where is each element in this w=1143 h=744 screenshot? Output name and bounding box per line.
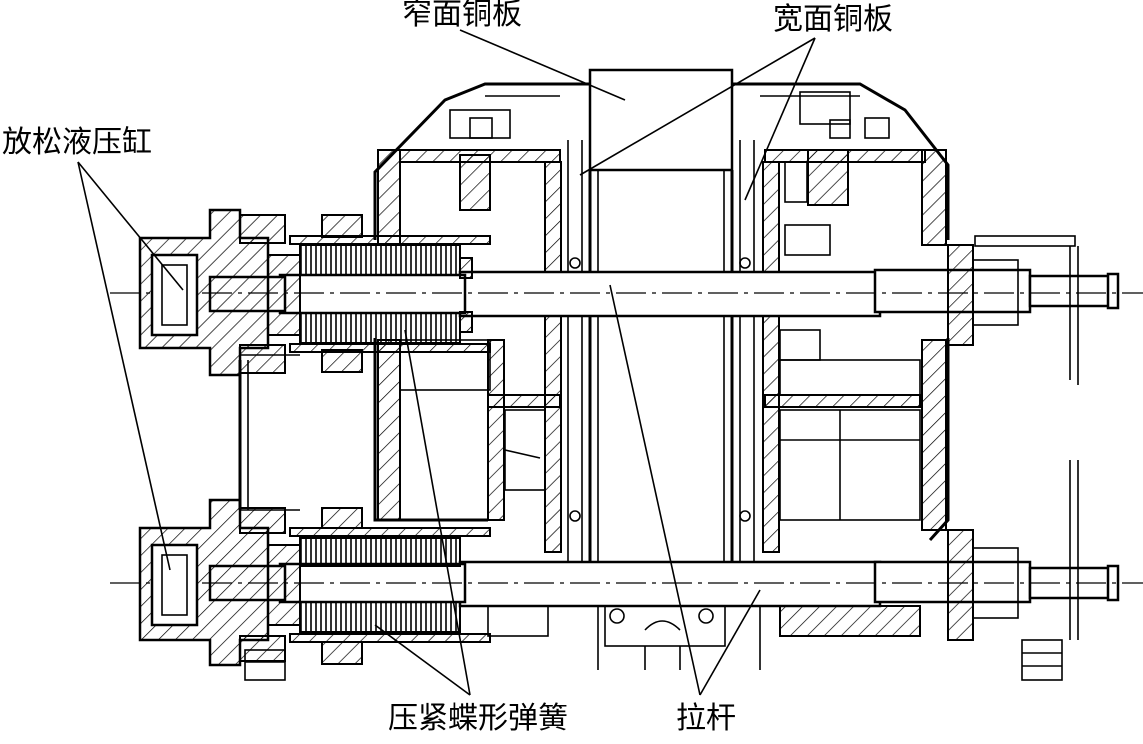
label-release-cylinder: 放松液压缸 bbox=[2, 125, 152, 160]
label-narrow-copper-plate: 窄面铜板 bbox=[402, 0, 522, 32]
right-nut-bottom bbox=[947, 460, 1079, 681]
leader-cylinder-top bbox=[77, 161, 184, 291]
leader-spring-top bbox=[404, 329, 471, 696]
narrow-copper-plate bbox=[588, 68, 734, 562]
leader-rod-bottom bbox=[699, 589, 761, 696]
leader-wide-plate-left bbox=[579, 37, 816, 176]
leader-cylinder-bottom bbox=[77, 161, 171, 571]
leader-spring-bottom bbox=[374, 624, 471, 696]
release-cylinder-bottom bbox=[138, 498, 301, 667]
leader-narrow-plate bbox=[459, 29, 626, 101]
wide-copper-plate bbox=[567, 140, 755, 562]
housing-outline bbox=[373, 82, 950, 553]
right-nut-top bbox=[947, 235, 1079, 385]
clamp-spring-top bbox=[289, 214, 491, 373]
label-tie-rod: 拉杆 bbox=[676, 701, 736, 736]
label-wide-copper-plate: 宽面铜板 bbox=[773, 2, 893, 37]
leader-wide-plate-right bbox=[744, 37, 816, 201]
cylinder-frame bbox=[238, 354, 300, 681]
leader-rod-top bbox=[609, 284, 701, 696]
leader-lines bbox=[77, 29, 816, 696]
base-details bbox=[487, 605, 921, 670]
label-clamp-spring: 压紧蝶形弹簧 bbox=[388, 701, 568, 736]
release-cylinder-top bbox=[138, 208, 301, 377]
